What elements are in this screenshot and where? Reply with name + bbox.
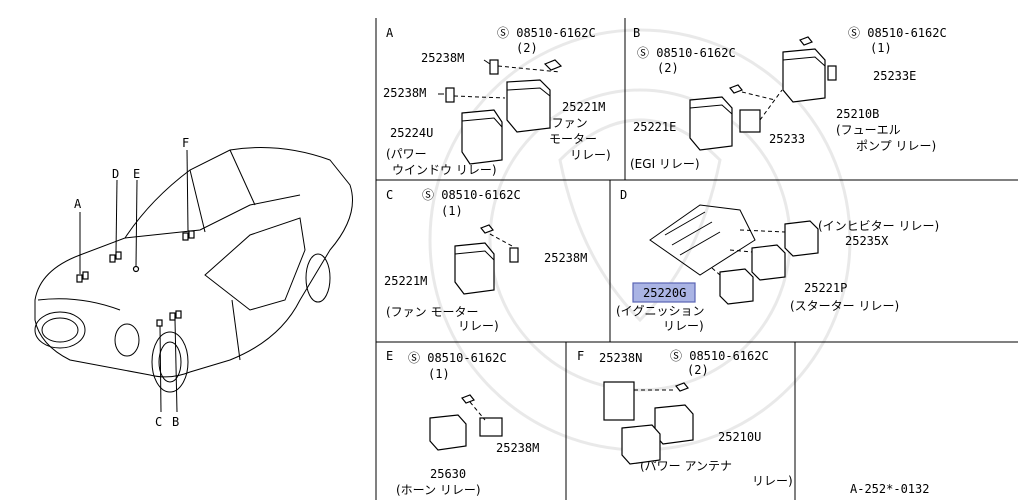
panel-a-part-25221m: 25221M <box>562 100 605 114</box>
panel-a-window-label-2: ウインドウ リレー) <box>392 163 497 177</box>
car-overview: A D E F C B <box>34 136 353 429</box>
label-f: F <box>182 136 189 150</box>
panel-a-part-25238m-1: 25238M <box>421 51 464 65</box>
panel-b-egi-label: (EGI リレー) <box>630 157 700 171</box>
panel-f-antenna-label-1: (パワー アンテナ <box>640 459 732 473</box>
label-c: C <box>155 415 162 429</box>
panel-d-ignition-label-2: リレー) <box>663 319 704 333</box>
relay-marker-f <box>182 230 195 241</box>
panel-d-starter-label: (スターター リレー) <box>790 299 899 313</box>
relay-marker-b <box>169 310 182 321</box>
label-e: E <box>133 167 140 181</box>
panel-e-bolt-qty: (1) <box>428 367 450 381</box>
car-body <box>34 147 353 393</box>
panel-d-drawing <box>649 204 819 305</box>
panel-a: A Ⓢ 08510-6162C (2) 25238M 25238M 25221M… <box>383 26 611 177</box>
panel-b: B Ⓢ 08510-6162C (1) Ⓢ 08510-6162C (2) 25… <box>630 26 947 171</box>
panel-b-fuel-label-1: (フューエル <box>836 123 901 137</box>
panel-b-part-25233: 25233 <box>769 132 805 146</box>
label-a: A <box>74 197 82 211</box>
diagram-code: A-252*-0132 <box>850 482 929 496</box>
panel-d-part-25221p: 25221P <box>804 281 847 295</box>
relay-marker-a <box>76 271 89 283</box>
panel-a-fan-label-2: モーター <box>549 132 597 146</box>
panel-a-fan-label-3: リレー) <box>570 148 611 162</box>
panel-b-fuel-label-2: ポンプ リレー) <box>856 139 936 153</box>
panel-c-letter: C <box>386 188 393 202</box>
panel-f-part-25238n: 25238N <box>599 351 642 365</box>
relay-marker-e <box>132 265 140 273</box>
panel-b-bolt2-qty: (2) <box>657 61 679 75</box>
panel-e-horn-label: (ホーン リレー) <box>396 483 481 497</box>
panel-c-bolt-qty: (1) <box>441 204 463 218</box>
panel-e-part-25630: 25630 <box>430 467 466 481</box>
panel-d-letter: D <box>620 188 627 202</box>
panel-d-part-25220g[interactable]: 25220G <box>643 286 686 300</box>
panel-f-letter: F <box>577 349 584 363</box>
panel-a-letter: A <box>386 26 394 40</box>
relay-marker-c <box>156 319 163 327</box>
panel-d-inhibitor-label: (インヒビター リレー) <box>818 219 939 233</box>
panel-a-part-25238m-2: 25238M <box>383 86 426 100</box>
panel-f-drawing <box>603 381 694 465</box>
panel-c-drawing <box>454 224 519 295</box>
panel-f: F 25238N Ⓢ 08510-6162C (2) 25210U (パワー ア… <box>577 349 793 488</box>
panel-b-letter: B <box>633 26 640 40</box>
panel-d: D (インヒビター リレー) 25235X 25221P (スターター リレー)… <box>616 188 939 333</box>
panel-e-bolt-number: Ⓢ 08510-6162C <box>408 351 507 365</box>
panel-c-bolt-number: Ⓢ 08510-6162C <box>422 188 521 202</box>
panel-c-fan-label-1: (ファン モーター <box>386 305 479 319</box>
panel-e: E Ⓢ 08510-6162C (1) 25238M 25630 (ホーン リレ… <box>386 349 539 497</box>
panel-b-bolt1-qty: (1) <box>870 41 892 55</box>
panel-c-part-25238m: 25238M <box>544 251 587 265</box>
panel-b-part-25221e: 25221E <box>633 120 676 134</box>
panel-f-antenna-label-2: リレー) <box>752 474 793 488</box>
label-d: D <box>112 167 119 181</box>
panel-f-bolt-number: Ⓢ 08510-6162C <box>670 349 769 363</box>
panel-a-bolt-number: Ⓢ 08510-6162C <box>497 26 596 40</box>
panel-c: C Ⓢ 08510-6162C (1) 25238M 25221M (ファン モ… <box>384 188 587 333</box>
panel-c-fan-label-2: リレー) <box>458 319 499 333</box>
panel-grid <box>375 18 1018 500</box>
panel-e-part-25238m: 25238M <box>496 441 539 455</box>
highlight-25220g[interactable] <box>632 282 696 303</box>
panel-a-fan-label-1: (ファン <box>547 116 588 130</box>
panel-b-part-25210b: 25210B <box>836 107 879 121</box>
panel-f-bolt-qty: (2) <box>687 363 709 377</box>
label-b: B <box>172 415 179 429</box>
panel-f-part-25210u: 25210U <box>718 430 761 444</box>
relay-marker-d <box>109 251 122 263</box>
panel-c-part-25221m: 25221M <box>384 274 427 288</box>
panel-a-part-25224u: 25224U <box>390 126 433 140</box>
panel-a-bolt-qty: (2) <box>516 41 538 55</box>
panel-b-drawing <box>689 36 837 151</box>
panel-a-window-label-1: (パワー <box>386 147 427 161</box>
panel-b-bolt1-number: Ⓢ 08510-6162C <box>848 26 947 40</box>
leader-lines <box>79 149 189 413</box>
panel-e-letter: E <box>386 349 393 363</box>
panel-e-drawing <box>429 394 503 451</box>
panel-d-ignition-label-1: (イグニッション <box>616 304 704 318</box>
panel-a-drawing <box>438 59 563 165</box>
panel-b-part-25233e: 25233E <box>873 69 916 83</box>
panel-d-part-25235x: 25235X <box>845 234 889 248</box>
panel-b-bolt2-number: Ⓢ 08510-6162C <box>637 46 736 60</box>
